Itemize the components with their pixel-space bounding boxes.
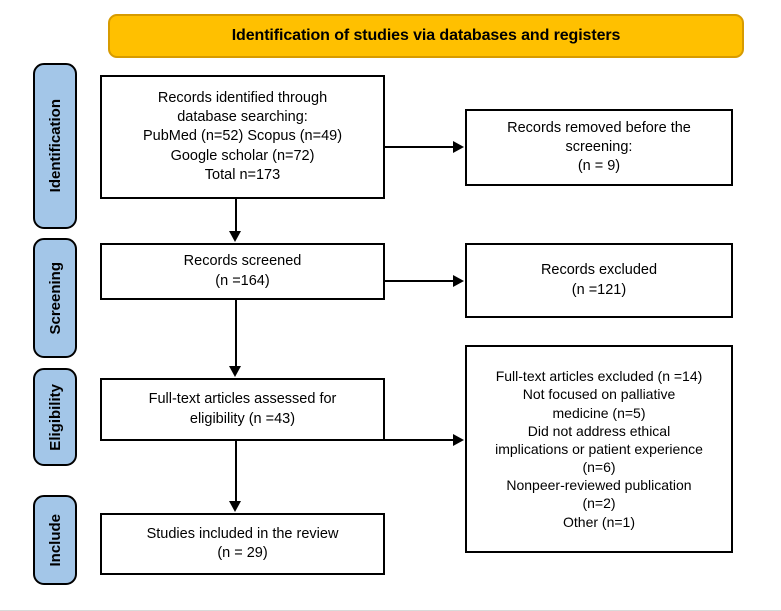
connector-identified-to-screened — [235, 199, 237, 233]
node-records-removed: Records removed before the screening: (n… — [465, 109, 733, 186]
arrow-right-icon — [453, 434, 464, 446]
stage-label-include: Include — [33, 495, 77, 585]
connector-screened-to-excluded — [384, 280, 454, 282]
stage-label-eligibility: Eligibility — [33, 368, 77, 466]
node-records-screened: Records screened (n =164) — [100, 243, 385, 300]
arrow-right-icon — [453, 141, 464, 153]
node-records-screened-text: Records screened (n =164) — [183, 253, 302, 289]
node-records-identified: Records identified through database sear… — [100, 75, 385, 199]
stage-label-include-text: Include — [46, 513, 64, 567]
node-records-excluded-text: Records excluded (n =121) — [540, 262, 658, 298]
diagram-header-banner: Identification of studies via databases … — [108, 14, 744, 58]
stage-label-screening-text: Screening — [46, 261, 64, 335]
connector-assessed-to-fulltext-excluded — [384, 439, 454, 441]
connector-assessed-to-included — [235, 441, 237, 501]
arrow-right-icon — [453, 275, 464, 287]
stage-label-eligibility-text: Eligibility — [46, 383, 64, 451]
node-records-identified-text: Records identified through database sear… — [142, 90, 343, 183]
arrow-down-icon — [229, 366, 241, 377]
node-records-excluded: Records excluded (n =121) — [465, 243, 733, 318]
stage-label-identification: Identification — [33, 63, 77, 229]
node-studies-included: Studies included in the review (n = 29) — [100, 513, 385, 575]
arrow-down-icon — [229, 231, 241, 242]
connector-screened-to-assessed — [235, 300, 237, 366]
arrow-down-icon — [229, 501, 241, 512]
stage-label-screening: Screening — [33, 238, 77, 358]
connector-identified-to-removed — [384, 146, 454, 148]
node-records-removed-text: Records removed before the screening: (n… — [507, 119, 691, 175]
node-studies-included-text: Studies included in the review (n = 29) — [146, 525, 339, 561]
node-fulltext-assessed: Full-text articles assessed for eligibil… — [100, 378, 385, 441]
node-fulltext-excluded: Full-text articles excluded (n =14) Not … — [465, 345, 733, 553]
stage-label-identification-text: Identification — [46, 99, 64, 193]
node-fulltext-excluded-text: Full-text articles excluded (n =14) Not … — [495, 368, 703, 530]
node-fulltext-assessed-text: Full-text articles assessed for eligibil… — [148, 391, 337, 427]
diagram-title: Identification of studies via databases … — [231, 27, 621, 44]
